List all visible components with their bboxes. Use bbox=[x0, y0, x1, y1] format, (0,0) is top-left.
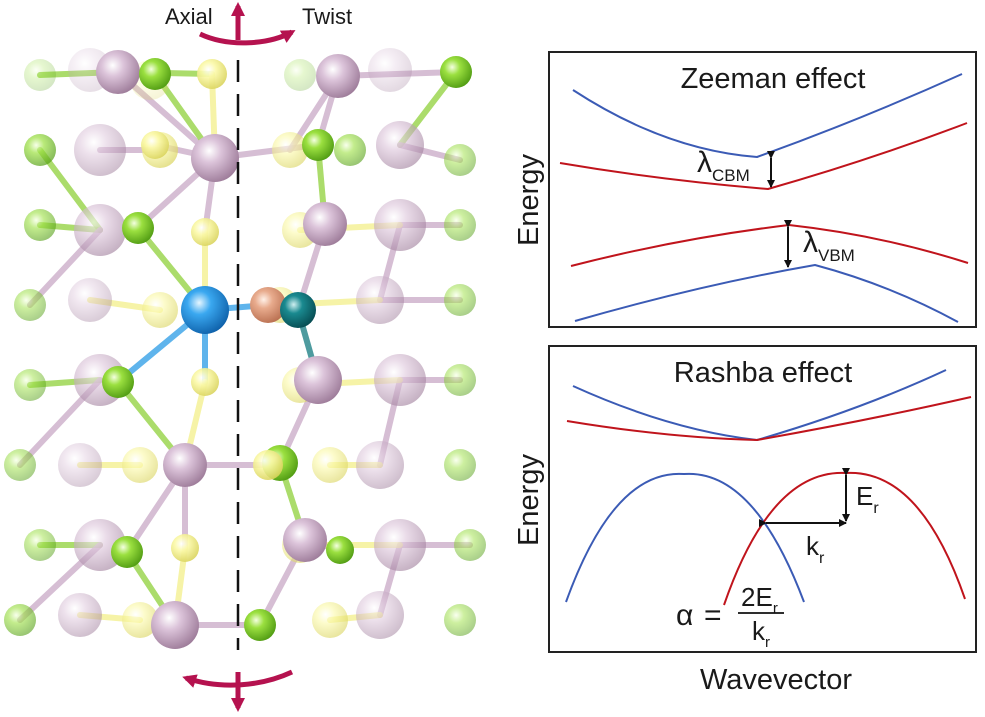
axial-twist-bottom bbox=[182, 669, 294, 712]
rashba-panel: Rashba effect Energy Er kr α = 2Er kr Wa… bbox=[513, 345, 977, 696]
chalcogen-atom bbox=[139, 58, 171, 90]
chalcogen-atom bbox=[24, 529, 56, 561]
rashba-frame bbox=[548, 345, 977, 653]
chalcogen-atom bbox=[102, 366, 134, 398]
zeeman-cb-red bbox=[559, 122, 968, 191]
chalcogen-atom bbox=[142, 292, 178, 328]
chalcogen-atom bbox=[444, 604, 476, 636]
crystal-structure bbox=[4, 48, 486, 650]
chalcogen-atom bbox=[454, 529, 486, 561]
metal-atom bbox=[356, 276, 404, 324]
chalcogen-atom bbox=[440, 56, 472, 88]
metal-atom bbox=[376, 121, 424, 169]
metal-atom bbox=[283, 518, 327, 562]
chalcogen-atom bbox=[444, 209, 476, 241]
chalcogen-atom bbox=[24, 209, 56, 241]
chalcogen-atom bbox=[111, 536, 143, 568]
metal-atom bbox=[316, 54, 360, 98]
chalcogen-atom bbox=[334, 134, 366, 166]
chalcogen-atom bbox=[191, 218, 219, 246]
rashba-ylabel: Energy bbox=[513, 454, 545, 546]
chalcogen-atom bbox=[191, 368, 219, 396]
chalcogen-atom bbox=[444, 449, 476, 481]
metal-atom bbox=[191, 134, 239, 182]
twist-label: Twist bbox=[302, 4, 352, 29]
zeeman-frame bbox=[548, 51, 977, 328]
chalcogen-atom bbox=[171, 534, 199, 562]
chalcogen-atom bbox=[122, 212, 154, 244]
metal-atom bbox=[58, 443, 102, 487]
chalcogen-atom bbox=[444, 284, 476, 316]
dopant-atom bbox=[250, 287, 286, 323]
chalcogen-atom bbox=[141, 131, 169, 159]
formula-denominator: kr bbox=[752, 616, 770, 651]
metal-atom bbox=[374, 519, 426, 571]
rashba-cb-red bbox=[566, 396, 972, 442]
wavevector-xlabel: Wavevector bbox=[700, 664, 852, 696]
zeeman-panel: Zeeman effect Energy λCBM λVBM bbox=[513, 51, 977, 328]
metal-atom bbox=[74, 124, 126, 176]
metal-atom bbox=[356, 441, 404, 489]
chalcogen-atom bbox=[244, 609, 276, 641]
chalcogen-atom bbox=[122, 602, 158, 638]
chalcogen-atom bbox=[444, 364, 476, 396]
dopant-atom bbox=[280, 292, 316, 328]
metal-atom bbox=[356, 591, 404, 639]
cbm-lambda: λCBM bbox=[697, 146, 750, 185]
zeeman-title: Zeeman effect bbox=[681, 63, 866, 95]
axial-twist-top: Axial Twist bbox=[165, 2, 352, 46]
chalcogen-atom bbox=[24, 59, 56, 91]
zeeman-vb-red bbox=[570, 223, 969, 267]
chalcogen-atom bbox=[326, 536, 354, 564]
chalcogen-atom bbox=[24, 134, 56, 166]
chalcogen-atom bbox=[284, 59, 316, 91]
metal-atom bbox=[151, 601, 199, 649]
twist-arrow-top-icon bbox=[198, 29, 296, 46]
metal-atom bbox=[58, 593, 102, 637]
rashba-vb-blue bbox=[565, 472, 805, 603]
chalcogen-atom bbox=[14, 369, 46, 401]
metal-atom bbox=[294, 356, 342, 404]
chalcogen-atom bbox=[312, 447, 348, 483]
chalcogen-atom bbox=[14, 289, 46, 321]
zeeman-vb-blue bbox=[574, 263, 959, 323]
chalcogen-atom bbox=[444, 144, 476, 176]
metal-atom bbox=[374, 354, 426, 406]
rashba-formula: α = 2Er kr bbox=[676, 582, 784, 651]
metal-atom bbox=[303, 202, 347, 246]
rashba-title: Rashba effect bbox=[674, 357, 852, 389]
formula-equals: = bbox=[704, 599, 722, 632]
chalcogen-atom bbox=[4, 604, 36, 636]
chalcogen-atom bbox=[312, 602, 348, 638]
kr-label: kr bbox=[806, 531, 825, 567]
chalcogen-atom bbox=[253, 450, 283, 480]
metal-atom bbox=[74, 204, 126, 256]
axial-label: Axial bbox=[165, 4, 213, 29]
atoms bbox=[4, 48, 486, 649]
metal-atom bbox=[374, 199, 426, 251]
vbm-lambda: λVBM bbox=[803, 226, 855, 265]
chalcogen-atom bbox=[122, 447, 158, 483]
metal-atom bbox=[96, 50, 140, 94]
zeeman-ylabel: Energy bbox=[513, 154, 545, 246]
twist-arrow-bottom-icon bbox=[182, 669, 294, 688]
er-label: Er bbox=[856, 481, 879, 517]
metal-atom bbox=[163, 443, 207, 487]
chalcogen-atom bbox=[4, 449, 36, 481]
metal-atom bbox=[368, 48, 412, 92]
dopant-atom bbox=[181, 286, 229, 334]
formula-numerator: 2Er bbox=[741, 582, 778, 617]
chalcogen-atom bbox=[302, 129, 334, 161]
alpha-symbol: α bbox=[676, 599, 693, 632]
zeeman-cb-blue bbox=[572, 73, 963, 159]
chalcogen-atom bbox=[272, 132, 308, 168]
chalcogen-atom bbox=[197, 59, 227, 89]
metal-atom bbox=[68, 278, 112, 322]
